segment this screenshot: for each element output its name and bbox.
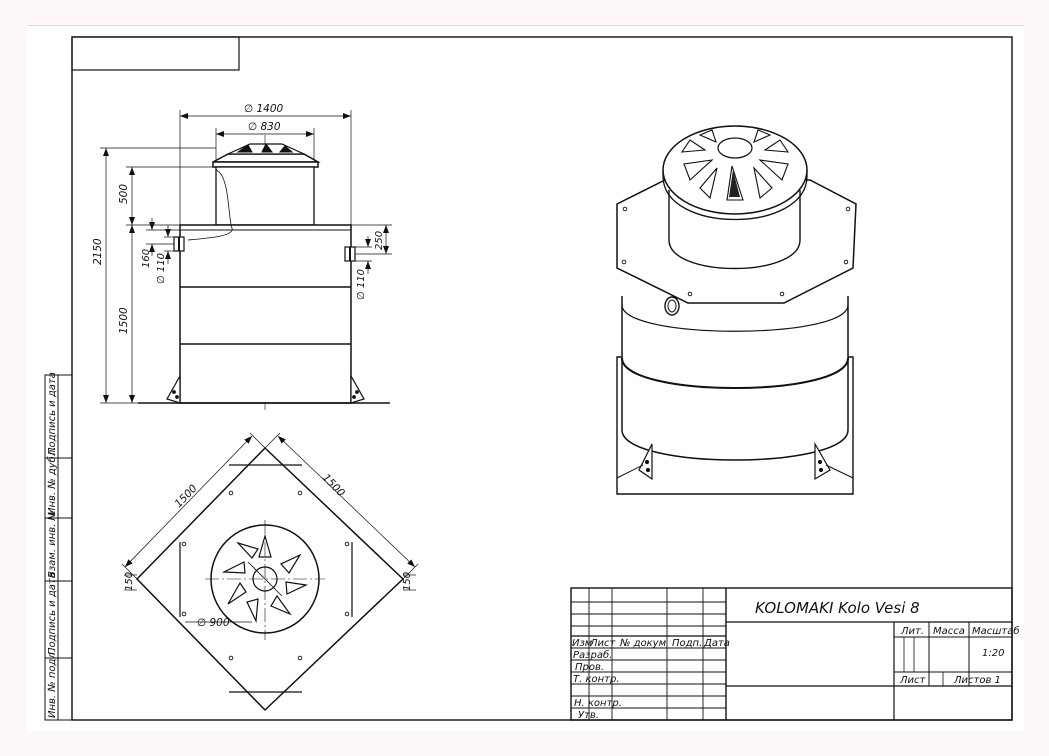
side-stamp-replace-inv: Взам. инв. № xyxy=(47,510,58,578)
plan-dim-1500-right: 1500 xyxy=(320,472,347,500)
col-izm: Изм xyxy=(572,638,593,649)
col-date: Дата xyxy=(703,638,730,649)
dim-height-1500: 1500 xyxy=(118,307,130,334)
side-stamp-dup-inv: Инв. № дубл. xyxy=(46,447,58,515)
dim-height-2150: 2150 xyxy=(92,238,104,265)
row-checked: Пров. xyxy=(575,662,604,673)
plan-dimensions xyxy=(121,432,419,591)
side-stamp-orig-inv: Инв. № подл. xyxy=(47,649,58,718)
letter-label: Лит. xyxy=(900,626,924,637)
plan-view xyxy=(135,446,405,712)
row-approved: Утв. xyxy=(578,710,599,721)
row-developed: Разраб. xyxy=(573,649,612,661)
col-signature: Подп. xyxy=(672,638,702,649)
front-dimensions xyxy=(100,110,392,404)
plan-dim-150-left: 150 xyxy=(124,572,135,591)
col-list: Лист xyxy=(589,638,617,649)
scale-label: Масштаб xyxy=(972,625,1020,637)
row-tech-control: Т. контр. xyxy=(573,674,620,685)
col-doc-number: № докум xyxy=(619,638,667,649)
plan-dim-diameter-900: ∅ 900 xyxy=(197,617,230,629)
dim-height-500: 500 xyxy=(118,184,130,204)
plan-dim-150-right: 150 xyxy=(402,572,413,591)
title-block xyxy=(570,587,1013,721)
sheets-total: Листов 1 xyxy=(953,675,1001,686)
isometric-view xyxy=(616,125,857,495)
dim-height-160: 160 xyxy=(141,249,152,268)
row-norm-control: Н. контр. xyxy=(574,698,622,709)
dim-pipe-110-right: ∅ 110 xyxy=(356,269,367,300)
plan-dim-1500-left: 1500 xyxy=(173,482,200,510)
dim-diameter-1400: ∅ 1400 xyxy=(244,103,284,115)
sheet-label: Лист xyxy=(899,675,927,686)
mass-label: Масса xyxy=(933,626,965,637)
front-elevation xyxy=(138,135,390,410)
dim-pipe-110-left: ∅ 110 xyxy=(156,253,167,284)
side-stamp xyxy=(44,374,73,721)
side-stamp-signature-date-2: Подпись и дата xyxy=(47,572,58,655)
dim-diameter-830: ∅ 830 xyxy=(248,121,281,133)
side-stamp-signature-date-1: Подпись и дата xyxy=(47,372,58,455)
dim-height-250: 250 xyxy=(374,231,385,250)
scale-value: 1:20 xyxy=(982,648,1004,659)
title-block-title: KOLOMAKI Kolo Vesi 8 xyxy=(755,599,920,617)
